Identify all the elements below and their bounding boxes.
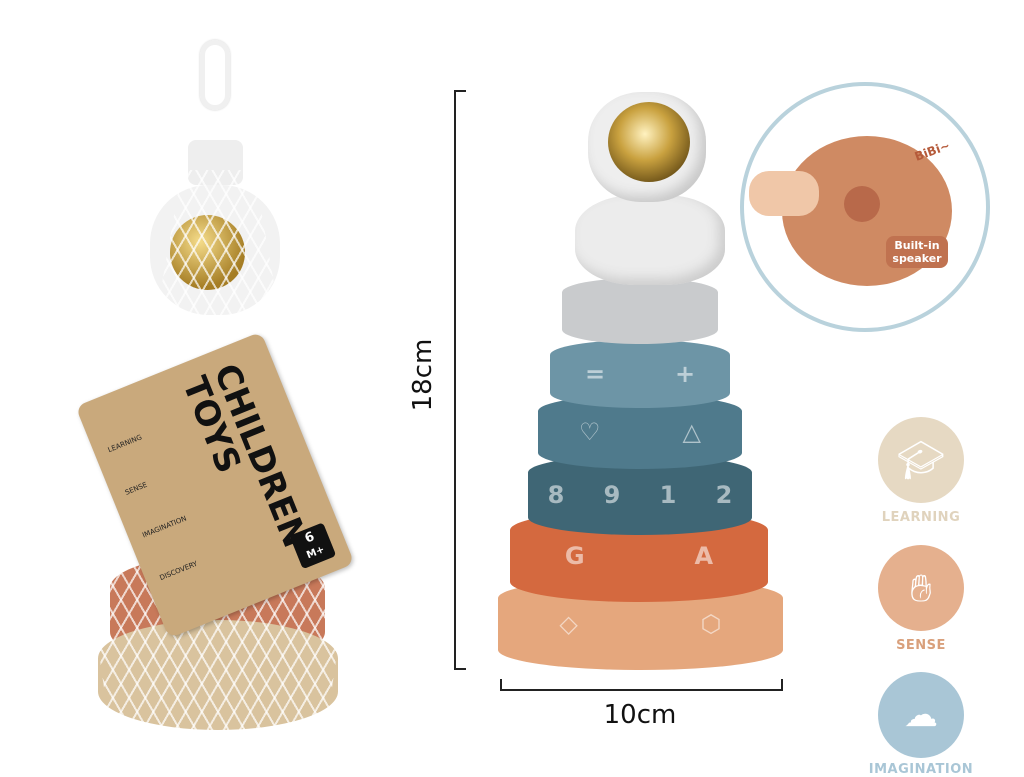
dim-tick: [454, 668, 466, 670]
imagination-label: IMAGINATION: [868, 762, 974, 777]
ring-symbol: 2: [715, 481, 733, 509]
ring-light-blue: =+: [550, 340, 730, 408]
speaker-callout: BiBi~ Built-in speaker: [740, 82, 990, 332]
ring-symbol: 8: [547, 481, 565, 509]
hand: [749, 171, 819, 216]
ring-symbol: G: [564, 542, 585, 570]
brain-icon: ☁︎: [904, 695, 938, 735]
ring-symbol: A: [694, 542, 714, 570]
gold-visor: [608, 102, 690, 182]
ring-symbol: +: [674, 360, 696, 388]
speaker-hole: [844, 186, 880, 222]
ring-symbol: =: [584, 360, 606, 388]
learning-label: LEARNING: [881, 510, 961, 525]
hang-loop: [200, 40, 230, 110]
imagination-badge: ☁︎: [878, 672, 964, 758]
ring-symbol: ♡: [579, 418, 601, 446]
ring-symbol: 1: [659, 481, 677, 509]
sense-badge: ✋︎: [878, 545, 964, 631]
ring-symbol: △: [682, 418, 701, 446]
sound-text: BiBi~: [912, 138, 952, 164]
hand-icon: ✋︎: [910, 565, 932, 610]
width-label: 10cm: [603, 700, 677, 730]
speaker-label: Built-in speaker: [886, 236, 948, 268]
astronaut-body: [575, 195, 725, 285]
dim-tick: [500, 679, 502, 691]
height-dimension-line: [454, 90, 456, 670]
width-dimension-line: [500, 689, 783, 691]
ring-symbol: ⬡: [700, 610, 722, 638]
sense-label: SENSE: [896, 638, 946, 653]
dim-tick: [454, 90, 466, 92]
ring-symbol: ◇: [559, 610, 578, 638]
dim-tick: [781, 679, 783, 691]
ring-symbol: 9: [603, 481, 621, 509]
height-label: 18cm: [408, 338, 438, 412]
learning-badge: 🎓︎: [878, 417, 964, 503]
graduation-cap-icon: 🎓︎: [896, 437, 946, 482]
ring-gray: [562, 278, 718, 344]
